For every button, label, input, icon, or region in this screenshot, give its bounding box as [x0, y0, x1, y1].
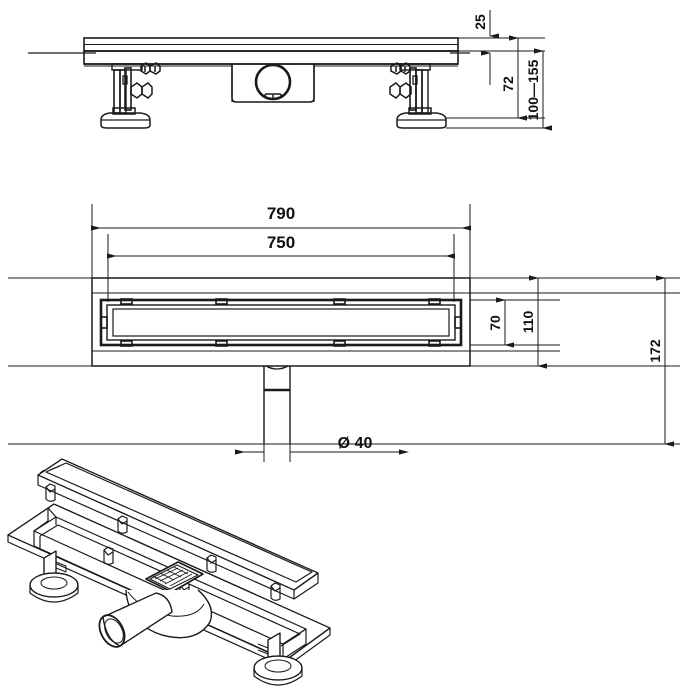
iso-foot-right: [253, 632, 303, 686]
channel-body-outline: [83, 50, 459, 65]
elevation-dimension-set: [446, 10, 552, 131]
foot-base: [396, 107, 447, 129]
iso-foot-left: [29, 550, 79, 603]
dim-label-110: 110: [520, 310, 536, 333]
front-elevation-view: [28, 37, 470, 129]
dim-label-72: 72: [500, 76, 516, 92]
plan-channel-inner: [106, 304, 456, 341]
plan-view: [8, 277, 680, 445]
dim-label-outlet-diameter: Ø 40: [338, 435, 373, 452]
adjustable-foot-right: [389, 62, 447, 129]
wing-nut-lower: [389, 82, 412, 99]
plan-mounting-tabs: [100, 298, 462, 347]
wing-nut-upper: [140, 62, 161, 75]
isometric-view: [7, 458, 331, 686]
plan-outlet-spigot: [263, 365, 291, 444]
iso-cover-tabs: [45, 483, 281, 601]
plan-channel-frame: [99, 298, 463, 347]
plan-outer-flange: [91, 277, 471, 367]
grate-cover-plate: [83, 37, 459, 52]
dim-label-70: 70: [487, 315, 503, 331]
dim-label-790: 790: [267, 204, 295, 223]
iso-cover-tray: [37, 458, 319, 601]
dim-label-172: 172: [647, 339, 663, 363]
siphon-housing: [231, 63, 315, 103]
wing-nut-upper: [390, 62, 411, 75]
foot-base: [100, 107, 151, 129]
dim-label-100-155: 100—155: [525, 59, 541, 120]
dim-line-outlet-diameter: [235, 420, 409, 462]
iso-outlet-pipe: [98, 592, 173, 648]
adjustable-foot-left: [100, 62, 161, 129]
iso-strainer-grate: [145, 561, 204, 593]
plan-dimension-set: [91, 204, 674, 462]
dim-label-750: 750: [267, 233, 295, 252]
dim-label-25: 25: [472, 14, 488, 30]
plan-grate-insert: [112, 308, 450, 337]
wing-nut-lower: [130, 82, 153, 99]
